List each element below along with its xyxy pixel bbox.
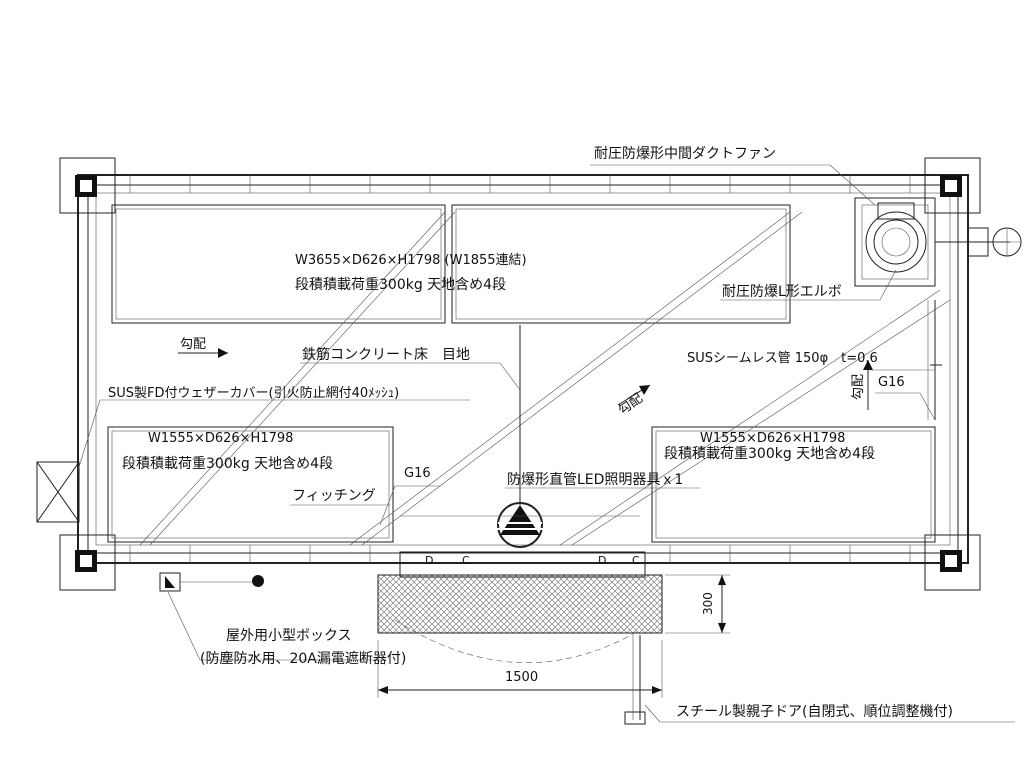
label-shelf-top-load: 段積積載荷重300kg 天地含め4段 — [295, 277, 506, 293]
label-shelf-left-size: W1555×D626×H1798 — [148, 431, 293, 446]
label-shelf-left-load: 段積積載荷重300kg 天地含め4段 — [122, 456, 333, 472]
label-fan: 耐圧防爆形中間ダクトファン — [594, 146, 776, 162]
dimension-lines — [377, 574, 730, 698]
label-slope-right: 勾配 — [851, 374, 866, 400]
label-shelf-right-size: W1555×D626×H1798 — [700, 431, 845, 446]
label-dc-2: C — [462, 554, 470, 567]
door-area — [377, 551, 663, 725]
label-shelf-right-load: 段積積載荷重300kg 天地含め4段 — [664, 446, 875, 462]
shelf-top — [111, 204, 791, 324]
label-dc-3: D — [598, 554, 606, 567]
corner-columns — [59, 157, 981, 591]
label-slope-left: 勾配 — [180, 337, 206, 352]
label-elbow: 耐圧防爆L形エルボ — [722, 284, 842, 300]
shelf-right — [651, 426, 936, 543]
label-led: 防爆形直管LED照明器具ｘ1 — [507, 471, 683, 488]
label-g16-left: G16 — [404, 466, 431, 481]
label-box-title: 屋外用小型ボックス — [226, 628, 352, 644]
label-pipe: SUSシームレス管 150φ t=0.6 — [687, 351, 878, 366]
label-dc-1: D — [425, 554, 433, 567]
label-shelf-top-size: W3655×D626×H1798 (W1855連結) — [295, 253, 527, 268]
outer-wall — [77, 174, 969, 564]
duct-fan — [854, 197, 1022, 420]
led-fixture-symbol — [400, 502, 640, 548]
slope-arrows — [178, 348, 873, 410]
label-door: スチール製親子ドア(自閉式、順位調整機付) — [676, 704, 953, 720]
floor-joint-lines — [139, 211, 951, 546]
outdoor-box-symbol — [159, 572, 264, 592]
label-slope-mid: 勾配 — [616, 391, 646, 418]
leader-lines — [77, 164, 1015, 723]
weather-cover-symbol — [36, 461, 80, 523]
label-dim-1500: 1500 — [505, 670, 538, 685]
label-fitting: フィッチング — [292, 488, 376, 504]
label-dc-4: C — [632, 554, 640, 567]
shelf-left — [107, 426, 394, 543]
label-g16-right: G16 — [878, 375, 905, 390]
label-floor: 鉄筋コンクリート床 目地 — [302, 346, 470, 363]
label-dim-300: 300 — [701, 592, 715, 615]
label-weather-cover: SUS製FD付ウェザーカバー(引火防止網付40ﾒｯｼｭ) — [108, 385, 399, 401]
label-box-sub: (防塵防水用、20A漏電遮断器付) — [200, 650, 406, 667]
